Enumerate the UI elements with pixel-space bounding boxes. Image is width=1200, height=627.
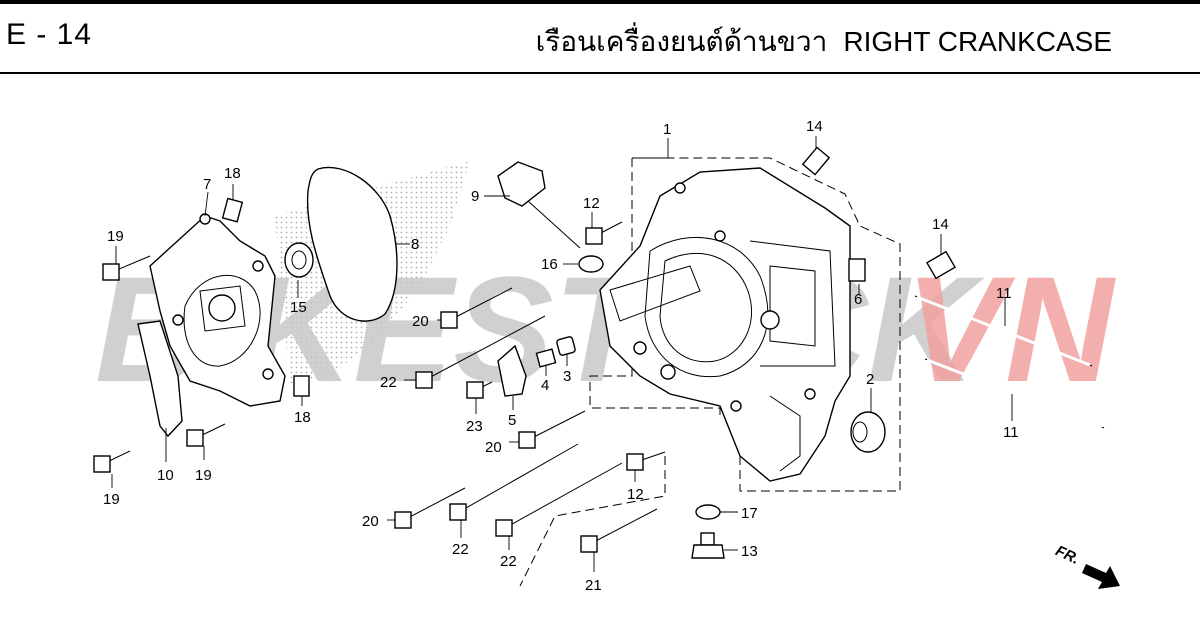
part-drain-bolt	[691, 532, 725, 559]
page-title: เรือนเครื่องยนต์ด้านขวา RIGHT CRANKCASE	[536, 20, 1112, 64]
page-title-english: RIGHT CRANKCASE	[843, 26, 1112, 57]
part-clip-plate	[497, 344, 527, 397]
callout-5: 5	[508, 412, 516, 429]
callout-15: 15	[290, 299, 307, 316]
part-crankcase	[599, 167, 851, 482]
callout-12: 12	[583, 195, 600, 212]
part-bolt	[518, 410, 586, 449]
page-code: E - 14	[6, 18, 93, 51]
callout-11: 11	[996, 285, 1012, 302]
part-cover-plate	[149, 213, 286, 407]
callout-23: 23	[466, 418, 483, 435]
part-bolt	[495, 462, 623, 537]
callout-14: 14	[932, 216, 949, 233]
part-bolt	[102, 255, 151, 281]
callout-7: 7	[203, 176, 211, 193]
callout-22: 22	[380, 374, 397, 391]
part-bolt	[626, 451, 666, 471]
callout-19: 19	[107, 228, 124, 245]
part-dowel	[293, 375, 310, 397]
part-cap	[556, 336, 576, 356]
callout-17: 17	[741, 505, 758, 522]
callout-11: 11	[1003, 424, 1019, 441]
part-bolt	[585, 221, 623, 245]
exploded-parts-diagram: BIKESTOCK VN	[93, 118, 1120, 594]
part-bolt	[93, 450, 131, 473]
callout-16: 16	[541, 256, 558, 273]
leader-line	[204, 191, 209, 217]
part-spring	[535, 348, 557, 368]
part-dipstick	[497, 161, 581, 249]
callout-20: 20	[412, 313, 429, 330]
part-bolt	[186, 423, 226, 447]
part-bolt	[449, 443, 579, 521]
part-gasket	[306, 166, 398, 322]
top-rule	[0, 0, 1200, 4]
callout-8: 8	[411, 236, 419, 253]
part-bolt	[394, 487, 466, 529]
callout-21: 21	[585, 577, 602, 594]
callout-22: 22	[500, 553, 517, 570]
part-stud	[924, 358, 1105, 429]
assembly-outline-lower	[519, 456, 666, 587]
callout-10: 10	[157, 467, 174, 484]
arrow-right-down-icon	[1082, 564, 1120, 589]
part-dowel	[848, 258, 866, 282]
callout-22: 22	[452, 541, 469, 558]
callout-4: 4	[541, 377, 549, 394]
part-bearing	[850, 411, 886, 453]
callout-13: 13	[741, 543, 758, 560]
callout-labels: 1 2 3 4 5 6 7 8 9 10 11 11 12 12 13 14 1…	[103, 118, 1019, 594]
part-bolt	[466, 381, 493, 399]
callout-3: 3	[563, 368, 571, 385]
callout-18: 18	[294, 409, 311, 426]
part-stud	[914, 295, 1093, 367]
part-seal	[284, 242, 314, 278]
part-dowel-pin	[926, 250, 956, 280]
part-dowel	[221, 197, 244, 223]
direction-marker-label: FR.	[1053, 542, 1082, 568]
callout-12: 12	[627, 486, 644, 503]
callout-20: 20	[362, 513, 379, 530]
header-rule	[0, 72, 1200, 74]
callout-1: 1	[663, 121, 671, 138]
callout-18: 18	[224, 165, 241, 182]
callout-14: 14	[806, 118, 823, 135]
part-bracket	[137, 320, 183, 438]
part-bolt	[580, 508, 658, 553]
leader-line	[632, 138, 669, 159]
callout-19: 19	[195, 467, 212, 484]
callout-20: 20	[485, 439, 502, 456]
callout-9: 9	[471, 188, 479, 205]
callout-2: 2	[866, 371, 874, 388]
part-washer	[695, 504, 721, 520]
part-o-ring	[578, 255, 604, 273]
callout-6: 6	[854, 291, 862, 308]
page-title-thai: เรือนเครื่องยนต์ด้านขวา	[535, 26, 828, 57]
callout-19: 19	[103, 491, 120, 508]
direction-marker: FR.	[1053, 542, 1120, 589]
part-dowel-pin	[801, 146, 831, 176]
